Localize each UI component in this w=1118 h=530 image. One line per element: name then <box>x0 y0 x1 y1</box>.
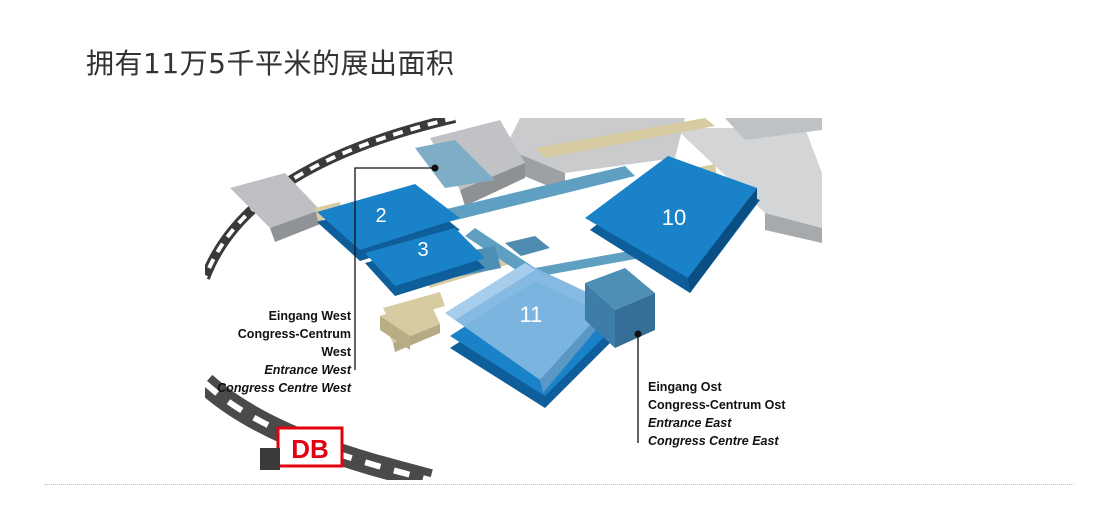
congress-centre-west-de: Congress-Centrum West <box>237 327 351 359</box>
hall-11-label: 11 <box>520 302 543 327</box>
dotted-divider <box>44 484 1074 485</box>
entrance-east-building <box>585 268 655 348</box>
hall-2-label: 2 <box>375 205 386 227</box>
hall-3-label: 3 <box>417 239 428 261</box>
congress-centre-east-de: Congress-Centrum Ost <box>648 398 786 412</box>
db-logo-icon: DB <box>260 426 344 470</box>
entrance-west-callout: Eingang West Congress-Centrum West Entra… <box>205 307 351 397</box>
congress-centre-west-en: Congress Centre West <box>217 381 351 395</box>
entrance-east-callout: Eingang Ost Congress-Centrum Ost Entranc… <box>648 378 818 450</box>
entrance-west-de: Eingang West <box>268 309 351 323</box>
page-title: 拥有11万5千平米的展出面积 <box>86 47 455 80</box>
hall-10-block <box>585 156 760 293</box>
db-logo-text: DB <box>291 434 329 464</box>
entrance-west-en: Entrance West <box>264 363 351 377</box>
hall-2-3-block <box>317 140 495 296</box>
entrance-east-de: Eingang Ost <box>648 380 722 394</box>
entrance-east-en: Entrance East <box>648 416 732 430</box>
exhibition-site-map: 2 3 10 11 DB <box>205 118 822 480</box>
connector-bridges <box>430 166 641 278</box>
entrance-west-building <box>380 306 440 350</box>
congress-centre-east-en: Congress Centre East <box>648 434 779 448</box>
hall-10-label: 10 <box>662 205 686 230</box>
callout-lines <box>354 164 642 443</box>
